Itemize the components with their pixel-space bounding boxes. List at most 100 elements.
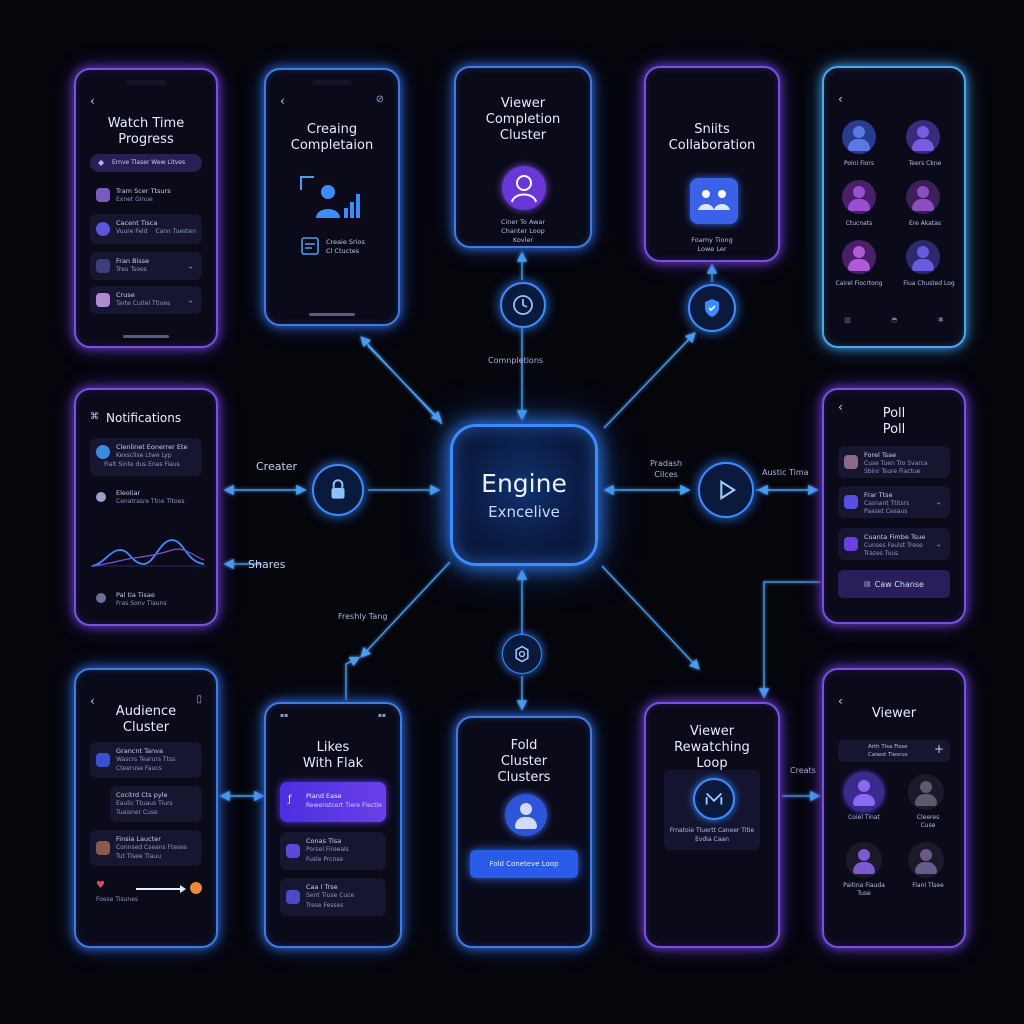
settings-tab-icon[interactable]: ✱ xyxy=(937,316,944,324)
filter-pill-label: Ernve Tlaser Wew Litves xyxy=(112,159,186,166)
page-title: Viewer Rewatching Loop xyxy=(674,724,750,771)
person-avatar[interactable] xyxy=(846,842,882,878)
notification-item[interactable]: Pal tia Tisae Fras Sonv Tiauns xyxy=(90,586,202,610)
avatar xyxy=(96,593,106,603)
person-name: Fiua Chusted Log xyxy=(903,280,955,287)
media-tab-icon[interactable]: ◓ xyxy=(891,316,898,324)
gear-icon xyxy=(515,645,529,663)
notification-item[interactable]: Clenlinet Eonerrer Ete Kexsclise Ltwe Ly… xyxy=(90,438,202,476)
progress-arrow xyxy=(136,888,184,890)
person-avatar[interactable] xyxy=(844,772,884,812)
engine-subtitle: Exncelive xyxy=(488,503,560,521)
person-avatar[interactable] xyxy=(908,774,944,810)
back-icon[interactable]: ‹ xyxy=(838,92,843,106)
notification-item[interactable]: Eleoliar Cenatrasre Ttne Tltoes xyxy=(90,484,202,510)
person-avatar[interactable] xyxy=(842,240,876,274)
list-item[interactable]: Cacent Tisca Vuure Feld Cann Tuesten xyxy=(90,214,202,244)
filter-pill[interactable]: ◆ Ernve Tlaser Wew Litves xyxy=(90,154,202,172)
person-avatar[interactable] xyxy=(842,180,876,214)
chevron-icon: ⌄ xyxy=(187,295,194,305)
poll-option[interactable]: Frar Ttse Casnant Ttitsrs Paaset Cesaus … xyxy=(838,486,950,518)
item-detail: Fusle Prcnse xyxy=(306,856,344,863)
page-title: Audience Cluster xyxy=(115,704,177,735)
person-name: Ctucnats xyxy=(845,220,873,227)
notch xyxy=(312,80,352,85)
back-icon[interactable]: ‹ xyxy=(280,94,285,108)
item-title: Pal tia Tisae xyxy=(116,591,155,599)
item-subtitle: Porsel Fireeals xyxy=(306,846,349,853)
avatar xyxy=(286,844,300,858)
option-title: Frar Ttse xyxy=(864,491,893,499)
person-name: Coiel Tinat xyxy=(848,814,880,821)
back-icon[interactable]: ‹ xyxy=(838,400,843,414)
list-item[interactable]: Cocitrd Cts pyle Eaulic Ttuaus Tiurs Tua… xyxy=(110,786,202,822)
play-node[interactable] xyxy=(698,462,754,518)
gear-node[interactable] xyxy=(502,634,542,674)
list-item[interactable]: Cruse Tarte Cuitel Ttioes ⌄ xyxy=(90,286,202,314)
phone-creating-completion: ‹ ⊘ Creaing Completaion Creaie Srios Cl … xyxy=(264,68,400,326)
trash-icon[interactable]: ▯ xyxy=(196,694,202,705)
page-title: Fold Cluster Clusters xyxy=(497,738,551,785)
progress-dot[interactable] xyxy=(190,882,202,894)
document-icon xyxy=(301,237,319,255)
poll-submit-button[interactable]: ▤ Caw Chanse xyxy=(838,570,950,598)
item-title: Cruse xyxy=(116,291,135,299)
search-bar[interactable]: Arth Tisa Fisse Caiwst Tiesrus + xyxy=(838,740,950,762)
person-name: Poini Fiors xyxy=(843,160,875,167)
person-avatar[interactable] xyxy=(908,842,944,878)
avatar xyxy=(844,537,858,551)
item-extra: Cann Tuesten xyxy=(155,228,196,235)
list-item[interactable]: Grancnt Tanva Wascrs Tearurs Ttss Cteeru… xyxy=(90,742,202,778)
person-name: Cairel Fiocrtong xyxy=(835,280,883,287)
arrow-engine-topright xyxy=(603,332,696,429)
notifications-icon: ⌘ xyxy=(90,412,99,422)
shield-node[interactable] xyxy=(688,284,736,332)
phone-poll: ‹ Poll Poll Forel Tsae Cuse Tuen Tro Sva… xyxy=(822,388,966,624)
page-title: Watch Time Progress xyxy=(107,116,185,147)
list-item[interactable]: Fran Bisse Treu Tsoes ⌄ xyxy=(90,252,202,280)
phone-watch-time-progress: ‹ Watch Time Progress ◆ Ernve Tlaser Wew… xyxy=(74,68,218,348)
avatar xyxy=(96,293,110,307)
add-icon[interactable]: + xyxy=(933,742,944,756)
back-icon[interactable]: ‹ xyxy=(838,694,843,708)
loop-icon[interactable] xyxy=(693,778,735,820)
phone-viewer-completion-cluster: Viewer Completion Cluster Ciner To Awar … xyxy=(454,66,592,248)
person-avatar[interactable] xyxy=(906,180,940,214)
frame-corner-icon xyxy=(300,176,314,190)
item-subtitle: Exnet Ginue xyxy=(116,196,153,203)
lock-node[interactable] xyxy=(312,464,364,516)
item-title: Finsia Laucter xyxy=(116,835,161,843)
list-item[interactable]: Finsia Laucter Connsed Cseans Fteses Tut… xyxy=(90,830,202,866)
item-title: Eleoliar xyxy=(116,489,141,497)
arrow-engine-topleft xyxy=(360,336,443,425)
person-avatar[interactable] xyxy=(842,120,876,154)
home-tab-icon[interactable]: ▥ xyxy=(844,316,851,324)
person-name: Paitina Fiauda Tuse xyxy=(843,882,885,897)
person-avatar[interactable] xyxy=(906,120,940,154)
list-item[interactable]: Tram Scer Ttsurs Exnet Ginue xyxy=(90,182,202,208)
engine-box[interactable]: Engine Exncelive xyxy=(450,424,598,566)
item-title: Grancnt Tanva xyxy=(116,747,163,755)
item-subtitle: Cenatrasre Ttne Tltoes xyxy=(116,498,185,505)
back-icon[interactable]: ‹ xyxy=(90,694,95,708)
poll-option[interactable]: Cuanta Fimbe Tsue Cunses Faulst Trese Tr… xyxy=(838,528,950,560)
settings-icon[interactable]: ⊘ xyxy=(375,94,384,105)
list-item[interactable]: Caa I Trse Sent Tiuse Cuce Trese Fesses xyxy=(280,878,386,916)
phone-skills-collaboration: Sniits Collaboration Foamy Tiong Lowe Le… xyxy=(644,66,780,262)
avatar xyxy=(96,753,110,767)
page-title: Sniits Collaboration xyxy=(668,122,756,153)
flag-icon: ƒ xyxy=(288,794,292,805)
poll-option[interactable]: Forel Tsae Cuse Tuen Tro Svarca Sbinr Ts… xyxy=(838,446,950,478)
person-name: Ere Akatas xyxy=(908,220,942,227)
list-item[interactable]: Conas Tlsa Porsel Fireeals Fusle Prcnse xyxy=(280,832,386,870)
person-name: Teers Ckne xyxy=(908,160,942,167)
item-subtitle: Tarte Cuitel Ttioes xyxy=(116,300,171,307)
person-avatar[interactable] xyxy=(906,240,940,274)
clock-node[interactable] xyxy=(500,282,546,328)
avatar xyxy=(844,455,858,469)
caption: Frnatoie Tluertt Caneer Titie Evdia Caan xyxy=(669,827,755,843)
option-detail: Paaset Cesaus xyxy=(864,508,908,515)
fold-loop-button[interactable]: Fold Coneteve Loop xyxy=(470,850,578,878)
featured-item[interactable]: ƒ Pland Ease Rewenstcert Tiere Flectle xyxy=(280,782,386,822)
back-icon[interactable]: ‹ xyxy=(90,94,95,108)
